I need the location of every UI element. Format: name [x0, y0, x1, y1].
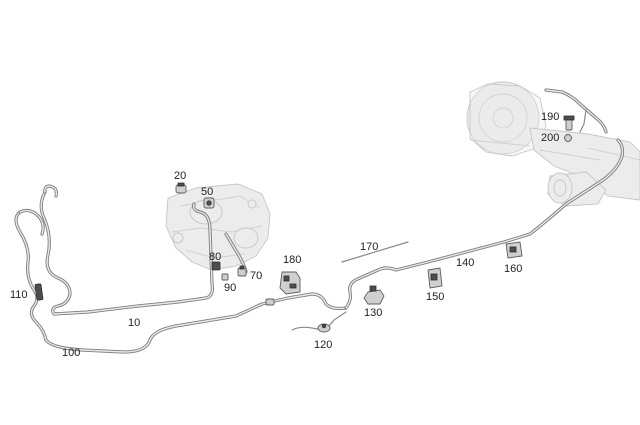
part-90 [221, 273, 229, 281]
part-50 [203, 197, 215, 209]
part-80 [211, 261, 221, 271]
callout-120: 120 [314, 339, 332, 351]
callout-100: 100 [62, 347, 80, 359]
callout-80: 80 [209, 251, 221, 263]
rear-axle-ghost [466, 81, 640, 207]
part-180 [279, 271, 301, 295]
line-union [265, 298, 275, 306]
part-150 [427, 267, 443, 289]
part-110 [34, 283, 44, 301]
callout-labels: 10 20 50 70 80 90 100 110 120 130 140 15… [10, 111, 559, 359]
part-20 [175, 182, 187, 194]
part-70 [237, 265, 247, 277]
brake-lines [14, 88, 625, 354]
callout-180: 180 [283, 254, 301, 266]
part-130 [363, 285, 385, 305]
callout-200: 200 [541, 132, 559, 144]
callout-150: 150 [426, 291, 444, 303]
callout-160: 160 [504, 263, 522, 275]
callout-70: 70 [250, 270, 262, 282]
part-190 [563, 115, 575, 131]
parts [34, 115, 575, 333]
callout-10: 10 [128, 317, 140, 329]
callout-170: 170 [360, 241, 378, 253]
callout-190: 190 [541, 111, 559, 123]
part-200 [564, 134, 572, 142]
callout-20: 20 [174, 170, 186, 182]
part-170-indicator [341, 241, 409, 263]
part-120 [317, 323, 331, 333]
callout-90: 90 [224, 282, 236, 294]
callout-130: 130 [364, 307, 382, 319]
callout-50: 50 [201, 186, 213, 198]
callout-110: 110 [10, 289, 28, 301]
part-160 [505, 241, 523, 259]
callout-140: 140 [456, 257, 474, 269]
